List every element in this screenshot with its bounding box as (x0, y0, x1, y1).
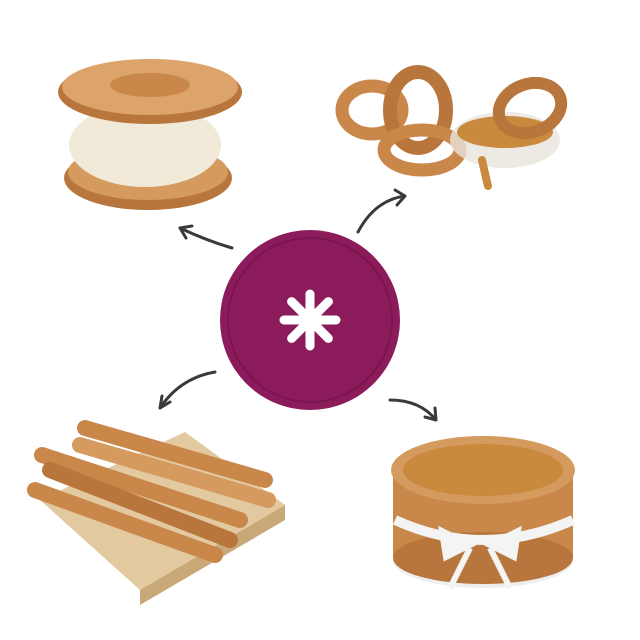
arrow-icons (158, 188, 438, 422)
arrow-icon (158, 370, 217, 410)
arrow-icon (388, 398, 438, 422)
star-cutout-icon (279, 289, 341, 351)
churro-ice-cream-sandwich (58, 59, 242, 210)
churro-sticks-on-board (27, 420, 285, 605)
star-point (305, 297, 333, 325)
star-nozzle-disc (220, 230, 400, 410)
churro-rings-with-caramel-dip (335, 65, 568, 190)
arrow-icon (356, 188, 407, 234)
arrow-icon (178, 224, 234, 250)
churro-cake-with-ribbon (391, 436, 576, 590)
